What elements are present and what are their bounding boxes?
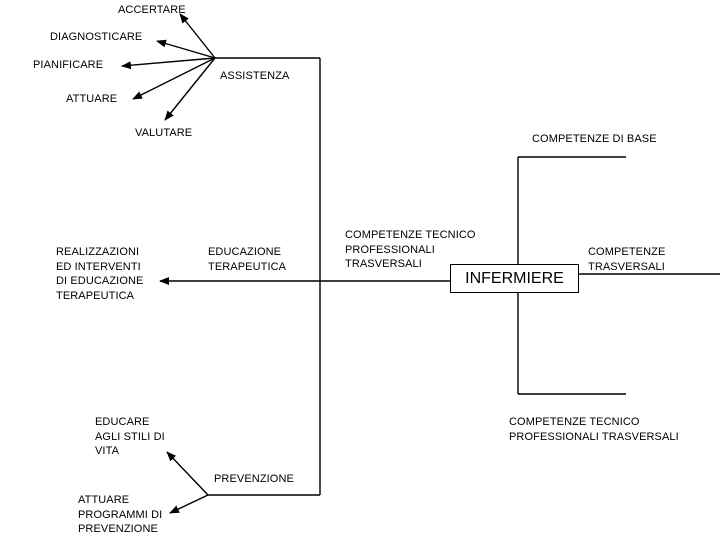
label-attuare: ATTUARE [66,93,118,105]
label-competenze-tecnico-left: COMPETENZE TECNICO PROFESSIONALI TRASVER… [345,229,476,270]
arrow-pianificare [121,57,216,70]
arrow-attuare [132,57,216,100]
arrow-valutare [164,57,216,121]
label-attuare-programmi: ATTUARE PROGRAMMI DI PREVENZIONE [78,494,163,535]
label-educare: EDUCARE AGLI STILI DI VITA [95,416,165,457]
arrow-attuare-programmi [169,494,209,514]
label-competenze-di-base: COMPETENZE DI BASE [532,133,657,145]
arrow-educare [166,451,209,496]
label-diagnosticare: DIAGNOSTICARE [50,31,143,43]
arrow-diagnosticare [156,39,216,59]
arrow-accertare [179,13,216,59]
label-valutare: VALUTARE [135,127,193,139]
label-competenze-tecnico-bottom: COMPETENZE TECNICO PROFESSIONALI TRASVER… [509,416,679,443]
label-accertare: ACCERTARE [118,4,186,16]
label-assistenza: ASSISTENZA [220,70,290,82]
label-competenze-trasversali: COMPETENZE TRASVERSALI [588,246,666,273]
infermiere-box: INFERMIERE [450,264,579,293]
label-realizzazioni: REALIZZAZIONI ED INTERVENTI DI EDUCAZION… [56,246,144,302]
label-prevenzione: PREVENZIONE [214,473,294,485]
label-pianificare: PIANIFICARE [33,59,104,71]
label-educazione-terapeutica: EDUCAZIONE TERAPEUTICA [208,246,287,273]
